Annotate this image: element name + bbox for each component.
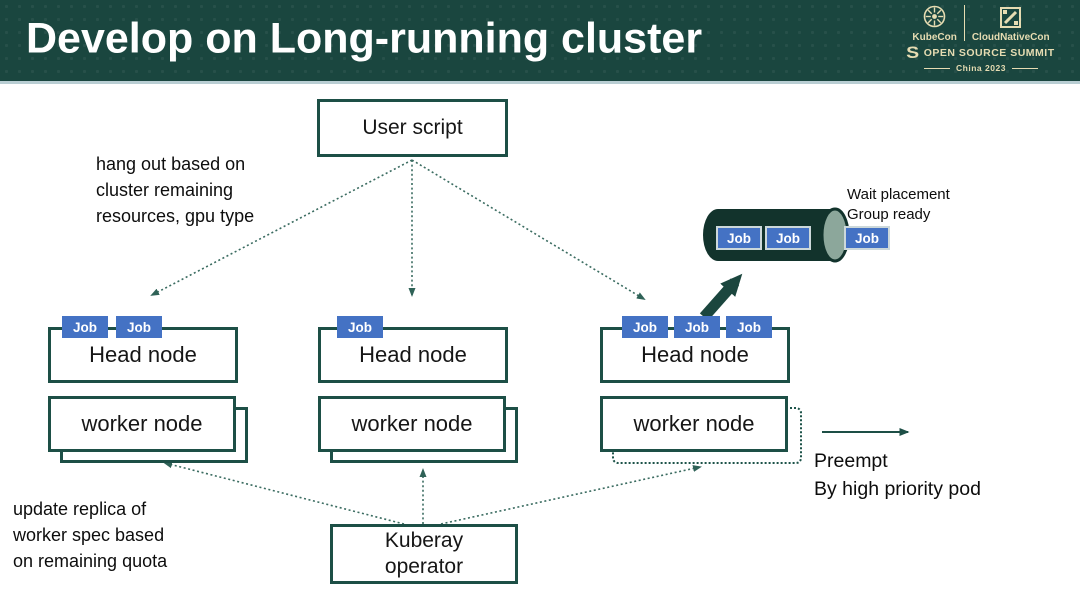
job-badge: Job	[674, 316, 720, 338]
arrow-kuberay-to-worker3	[440, 465, 702, 525]
job-badge: Job	[116, 316, 162, 338]
conference-logos: KubeCon CloudNativeCon S OPEN SOURCE SUM…	[892, 3, 1070, 73]
arrow-userscript-to-cluster3	[411, 159, 646, 301]
event-dash-right	[1011, 67, 1038, 69]
cloudnativecon-label: CloudNativeCon	[971, 32, 1050, 43]
event-label: China 2023	[956, 63, 1006, 73]
user-script-box: User script	[317, 99, 508, 157]
event-dash-left	[924, 67, 951, 69]
note-preempt: Preempt By high priority pod	[814, 450, 981, 500]
logo-row: KubeCon CloudNativeCon	[892, 3, 1070, 43]
worker-node-box-3: worker node	[600, 396, 788, 452]
arrow-kuberay-to-worker1	[163, 461, 405, 525]
event-row: China 2023	[892, 63, 1070, 73]
slide-title: Develop on Long-running cluster	[26, 14, 703, 63]
note-hangout: hang out based on cluster remaining reso…	[96, 154, 255, 226]
job-badge-in-queue: Job	[716, 226, 762, 250]
job-badge: Job	[622, 316, 668, 338]
header-banner: Develop on Long-running cluster	[0, 0, 1080, 84]
job-badge: Job	[726, 316, 772, 338]
note-update-replica: update replica of worker spec based on r…	[13, 499, 168, 571]
kubecon-label: KubeCon	[912, 32, 957, 43]
job-badge-waiting: Job	[844, 226, 890, 250]
worker-node-box-2: worker node	[318, 396, 506, 452]
worker-node-box-1: worker node	[48, 396, 236, 452]
job-badge: Job	[62, 316, 108, 338]
logo-divider	[963, 5, 965, 41]
job-badge: Job	[337, 316, 383, 338]
cloudnativecon-logo: CloudNativeCon	[965, 3, 1057, 43]
arrow-job-to-queue	[699, 273, 743, 321]
kuberay-operator-box: Kuberay operator	[330, 524, 518, 584]
kubecon-wheel-icon	[923, 5, 946, 28]
summit-label: OPEN SOURCE SUMMIT	[923, 47, 1055, 59]
cloudnativecon-square-icon	[1000, 7, 1022, 28]
note-wait-placement: Wait placement Group ready	[847, 186, 950, 224]
open-source-summit-logo: S OPEN SOURCE SUMMIT	[892, 43, 1070, 62]
kubecon-logo: KubeCon	[905, 3, 963, 43]
job-badge-in-queue: Job	[765, 226, 811, 250]
open-source-summit-s-icon: S	[906, 43, 920, 62]
